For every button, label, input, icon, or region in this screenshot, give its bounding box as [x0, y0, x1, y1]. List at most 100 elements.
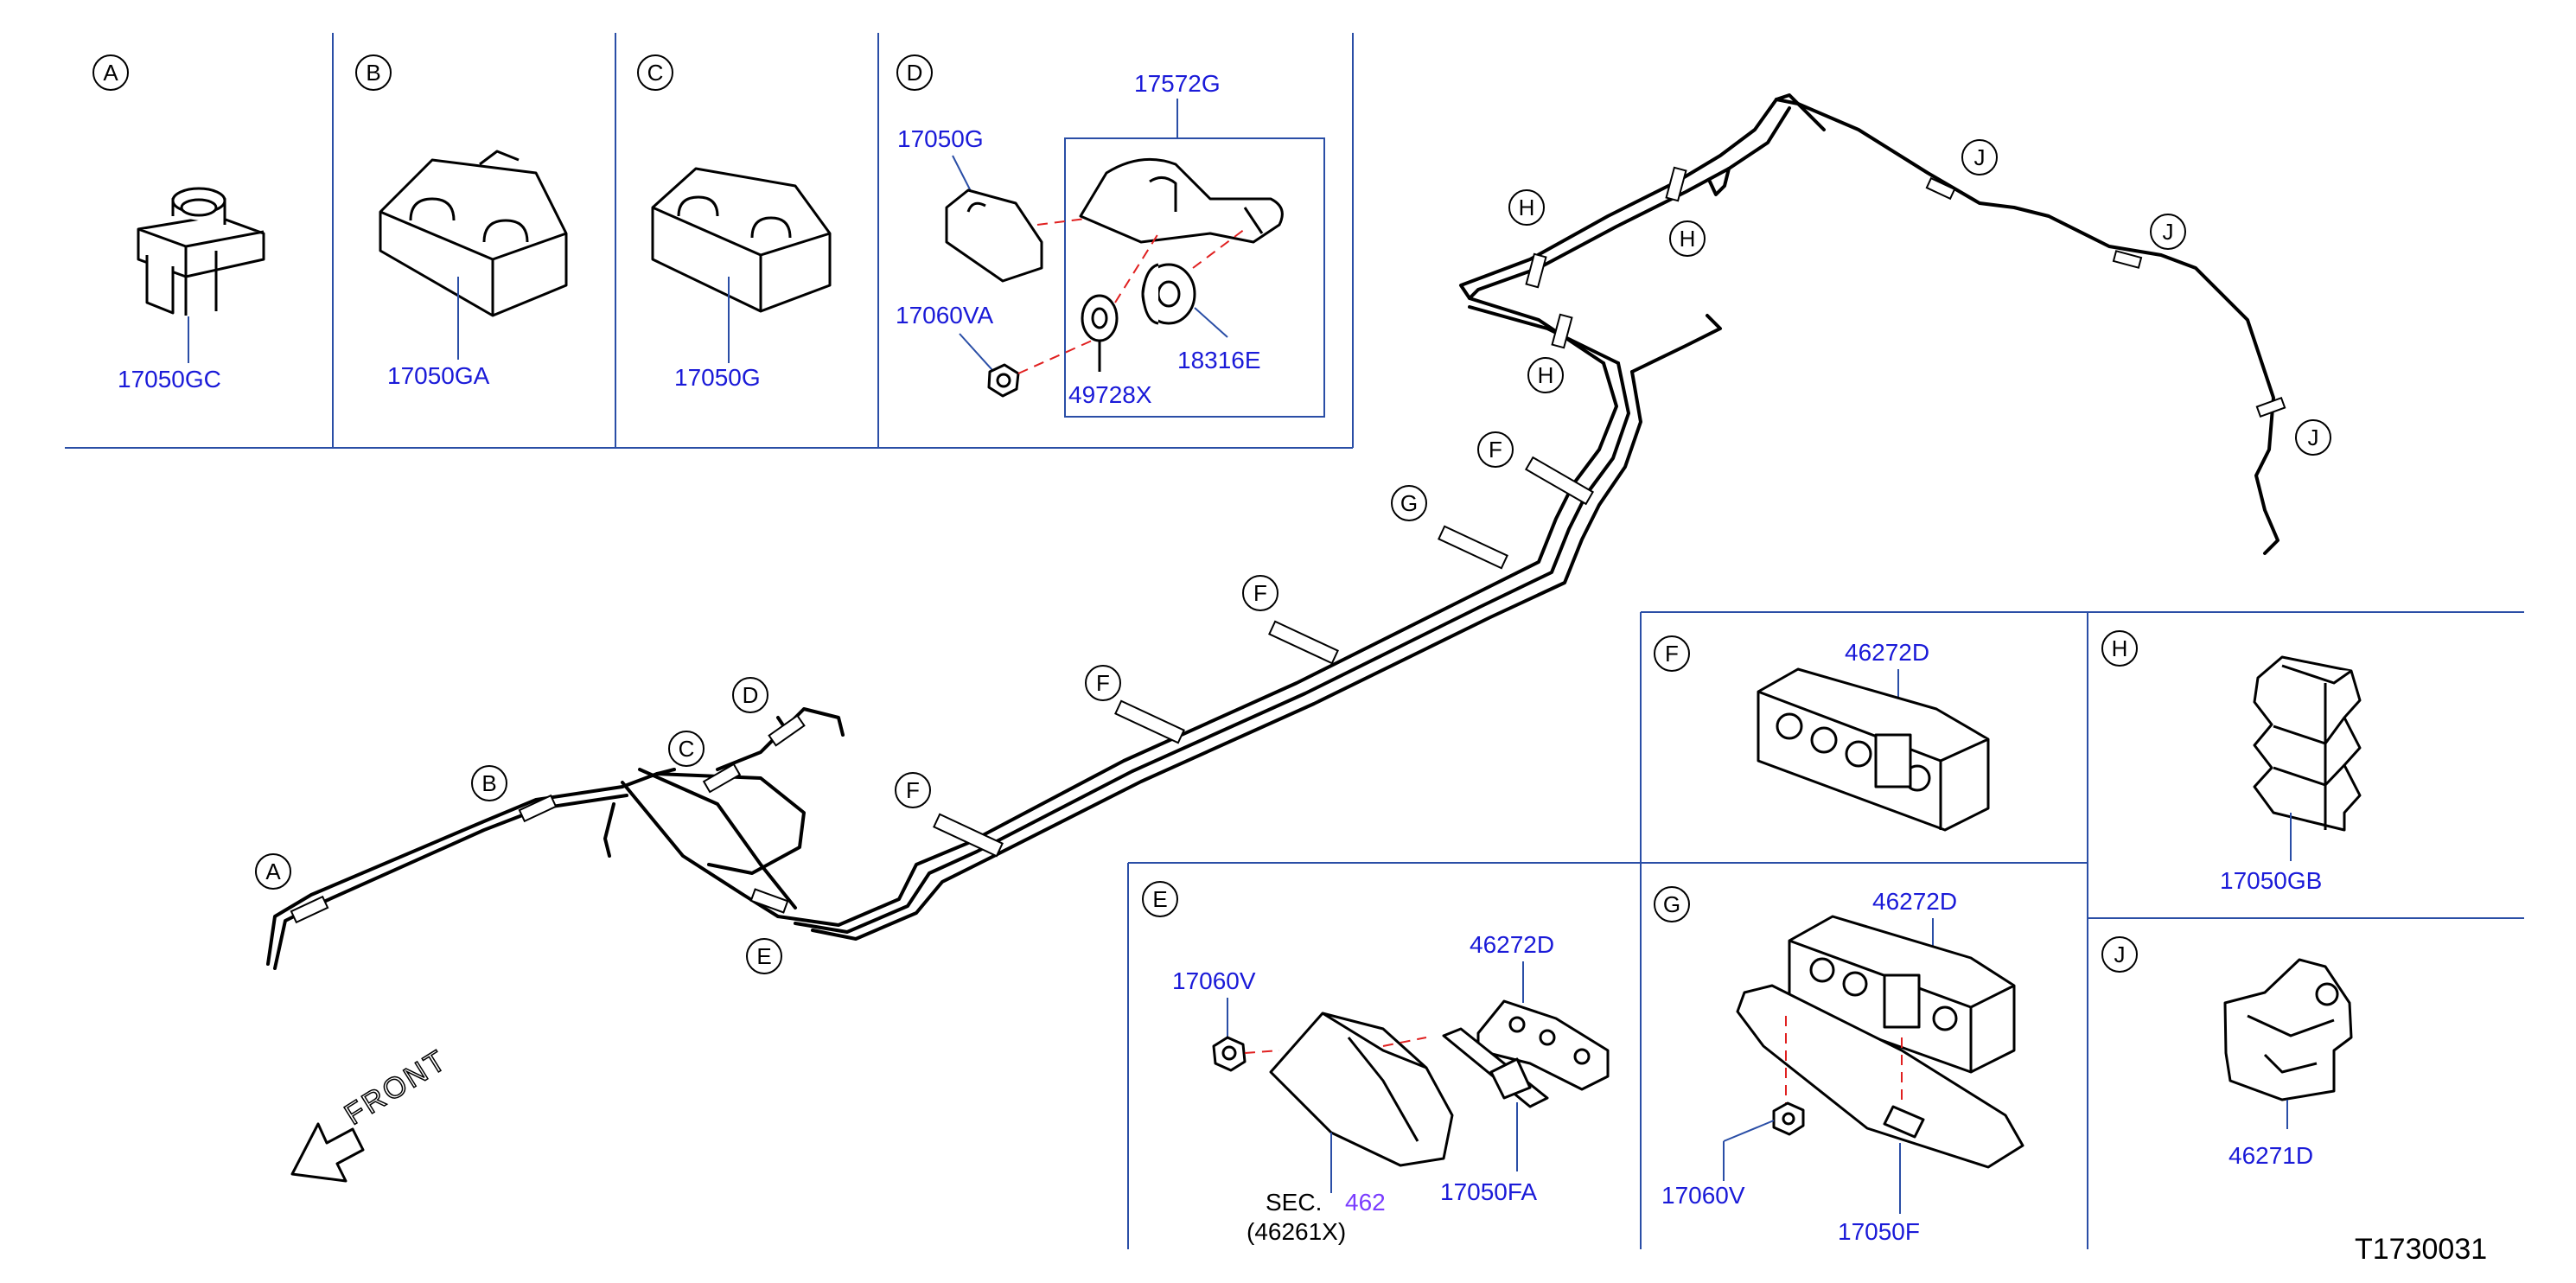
- part-17060v-e-label: 17060V: [1172, 967, 1256, 994]
- panel-d-letter: D: [907, 60, 923, 86]
- clamp-46272d-g-drawing: [1788, 915, 2016, 1074]
- svg-text:H: H: [1680, 226, 1696, 252]
- callout-f1: F: [895, 772, 931, 808]
- clamp-b: [518, 794, 558, 823]
- clamp-h3: [1551, 313, 1573, 349]
- clip-17050ga-drawing: [379, 150, 568, 317]
- panel-j-letter: J: [2114, 942, 2126, 967]
- panel-e: E 17060V SEC. 462 (46261X) 46272D: [1142, 881, 1610, 1245]
- bracket-17572g-drawing: [1079, 157, 1284, 244]
- callout-j1: J: [1961, 139, 1998, 176]
- svg-text:A: A: [265, 859, 281, 884]
- callout-d: D: [732, 677, 768, 713]
- clip-17050g-drawing: [651, 167, 832, 313]
- routing-callouts: A B C D E F F F F G H H H J J J: [255, 139, 2331, 974]
- part-18316e-label: 18316E: [1177, 347, 1261, 373]
- callout-c: C: [668, 731, 705, 767]
- panel-h-letter: H: [2112, 635, 2128, 661]
- svg-text:J: J: [2308, 424, 2319, 450]
- part-17050gb-label: 17050GB: [2220, 867, 2322, 894]
- panel-g: G 46272D 17060V 17050F: [1654, 886, 2024, 1245]
- panel-e-letter: E: [1152, 886, 1167, 912]
- front-indicator: FRONT: [290, 1043, 454, 1183]
- clamp-g: [1438, 525, 1508, 570]
- clip-17050gb-drawing: [2253, 655, 2362, 832]
- clamp-46272d-f-drawing: [1757, 667, 1990, 832]
- panel-b: B 17050GA: [355, 54, 568, 389]
- clip-17050g-d-drawing: [945, 188, 1043, 283]
- clamp-f2: [1114, 699, 1185, 744]
- sec-prefix-label: SEC.: [1266, 1189, 1322, 1216]
- clamp-d: [768, 714, 806, 747]
- grommet-49728x-drawing: [1081, 294, 1119, 372]
- svg-text:C: C: [679, 736, 695, 762]
- panel-j: J 46271D: [2101, 936, 2353, 1169]
- callout-h2: H: [1669, 220, 1706, 257]
- callout-g: G: [1391, 485, 1427, 521]
- svg-text:E: E: [756, 943, 771, 969]
- clamp-f4: [1524, 456, 1595, 506]
- part-17060va-label: 17060VA: [896, 302, 993, 329]
- clamp-46272d-e-drawing: [1476, 999, 1610, 1091]
- panel-f-letter: F: [1665, 641, 1679, 667]
- panel-c-letter: C: [647, 60, 664, 86]
- brake-fuel-line-routing: [266, 93, 2286, 970]
- clip-17050gc-drawing: [137, 187, 265, 316]
- callout-j2: J: [2150, 214, 2186, 250]
- svg-text:J: J: [2163, 219, 2174, 245]
- clamp-f1: [933, 813, 1004, 858]
- bracket-assembly-box: [1064, 137, 1325, 418]
- svg-text:B: B: [481, 770, 496, 796]
- callout-j3: J: [2295, 419, 2331, 456]
- diagram-id: T1730031: [2355, 1233, 2487, 1266]
- svg-text:F: F: [1253, 580, 1267, 606]
- callout-h1: H: [1508, 189, 1545, 226]
- nut-17060v-g-drawing: [1772, 1101, 1805, 1136]
- callout-f2: F: [1085, 665, 1121, 701]
- front-label: FRONT: [339, 1044, 453, 1132]
- svg-text:J: J: [1974, 144, 1986, 170]
- part-17050g-label: 17050G: [674, 364, 761, 391]
- part-49728x-label: 49728X: [1068, 381, 1152, 408]
- clamp-f3: [1268, 620, 1339, 665]
- top-panel-frame: [65, 33, 1354, 449]
- part-17050ga-label: 17050GA: [387, 362, 490, 389]
- clamp-e: [749, 888, 789, 914]
- clamp-j1: [1925, 176, 1956, 201]
- svg-text:F: F: [906, 777, 920, 803]
- sec-number-link[interactable]: 462: [1345, 1189, 1386, 1216]
- clamp-a: [290, 895, 329, 924]
- panel-d: D 17572G 17050G 17060VA: [896, 54, 1325, 418]
- callout-f3: F: [1242, 575, 1278, 611]
- bushing-18316e-drawing: [1141, 263, 1196, 325]
- nut-17060v-e-drawing: [1212, 1036, 1247, 1072]
- panel-f: F 46272D: [1654, 635, 1990, 832]
- part-17060v-g-label: 17060V: [1661, 1182, 1745, 1209]
- svg-text:F: F: [1096, 670, 1110, 696]
- svg-text:H: H: [1538, 362, 1554, 388]
- part-17050fa-label: 17050FA: [1440, 1178, 1537, 1205]
- part-17050g-d-label: 17050G: [897, 125, 984, 152]
- callout-a: A: [255, 853, 291, 890]
- bottom-panel-frame: [1127, 611, 2524, 1249]
- bracket-sec462-drawing: [1269, 1012, 1454, 1167]
- clamp-j2: [2112, 250, 2143, 269]
- sec-subpart-label: (46261X): [1247, 1218, 1346, 1245]
- nut-17060va-drawing: [987, 363, 1020, 398]
- clamp-h2: [1665, 166, 1687, 202]
- part-46271d-label: 46271D: [2228, 1142, 2313, 1169]
- panel-a: A 17050GC: [92, 54, 265, 393]
- panel-b-letter: B: [366, 60, 380, 86]
- part-17050f-label: 17050F: [1838, 1218, 1920, 1245]
- panel-g-letter: G: [1663, 891, 1680, 917]
- panel-a-letter: A: [103, 60, 118, 86]
- part-46272d-f-label: 46272D: [1845, 639, 1929, 666]
- part-17572g-label: 17572G: [1134, 70, 1221, 97]
- clip-17050fa-drawing: [1442, 1027, 1549, 1108]
- svg-text:F: F: [1489, 437, 1502, 463]
- clamp-j3: [2255, 396, 2286, 418]
- bracket-17050f-drawing: [1736, 984, 2024, 1169]
- svg-text:H: H: [1519, 195, 1535, 220]
- panel-h: H 17050GB: [2101, 630, 2362, 894]
- svg-text:G: G: [1400, 490, 1418, 516]
